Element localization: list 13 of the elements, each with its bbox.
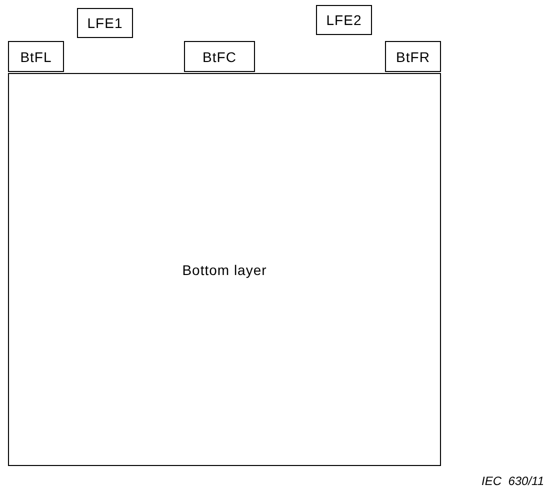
node-label: LFE2 [326, 12, 362, 28]
channel-box [8, 41, 64, 72]
channel-box [184, 41, 255, 72]
node-label: Bottom layer [182, 262, 267, 278]
node-label: BtFC [202, 48, 236, 64]
node-label: BtFR [396, 48, 430, 64]
layer-box [8, 73, 441, 466]
node-label: BtFL [20, 48, 52, 64]
channel-box [316, 5, 372, 35]
channel-box [77, 8, 133, 38]
channel-box [385, 41, 441, 72]
figure-reference: IEC 630/11 [482, 474, 544, 488]
node-label: LFE1 [87, 15, 123, 31]
